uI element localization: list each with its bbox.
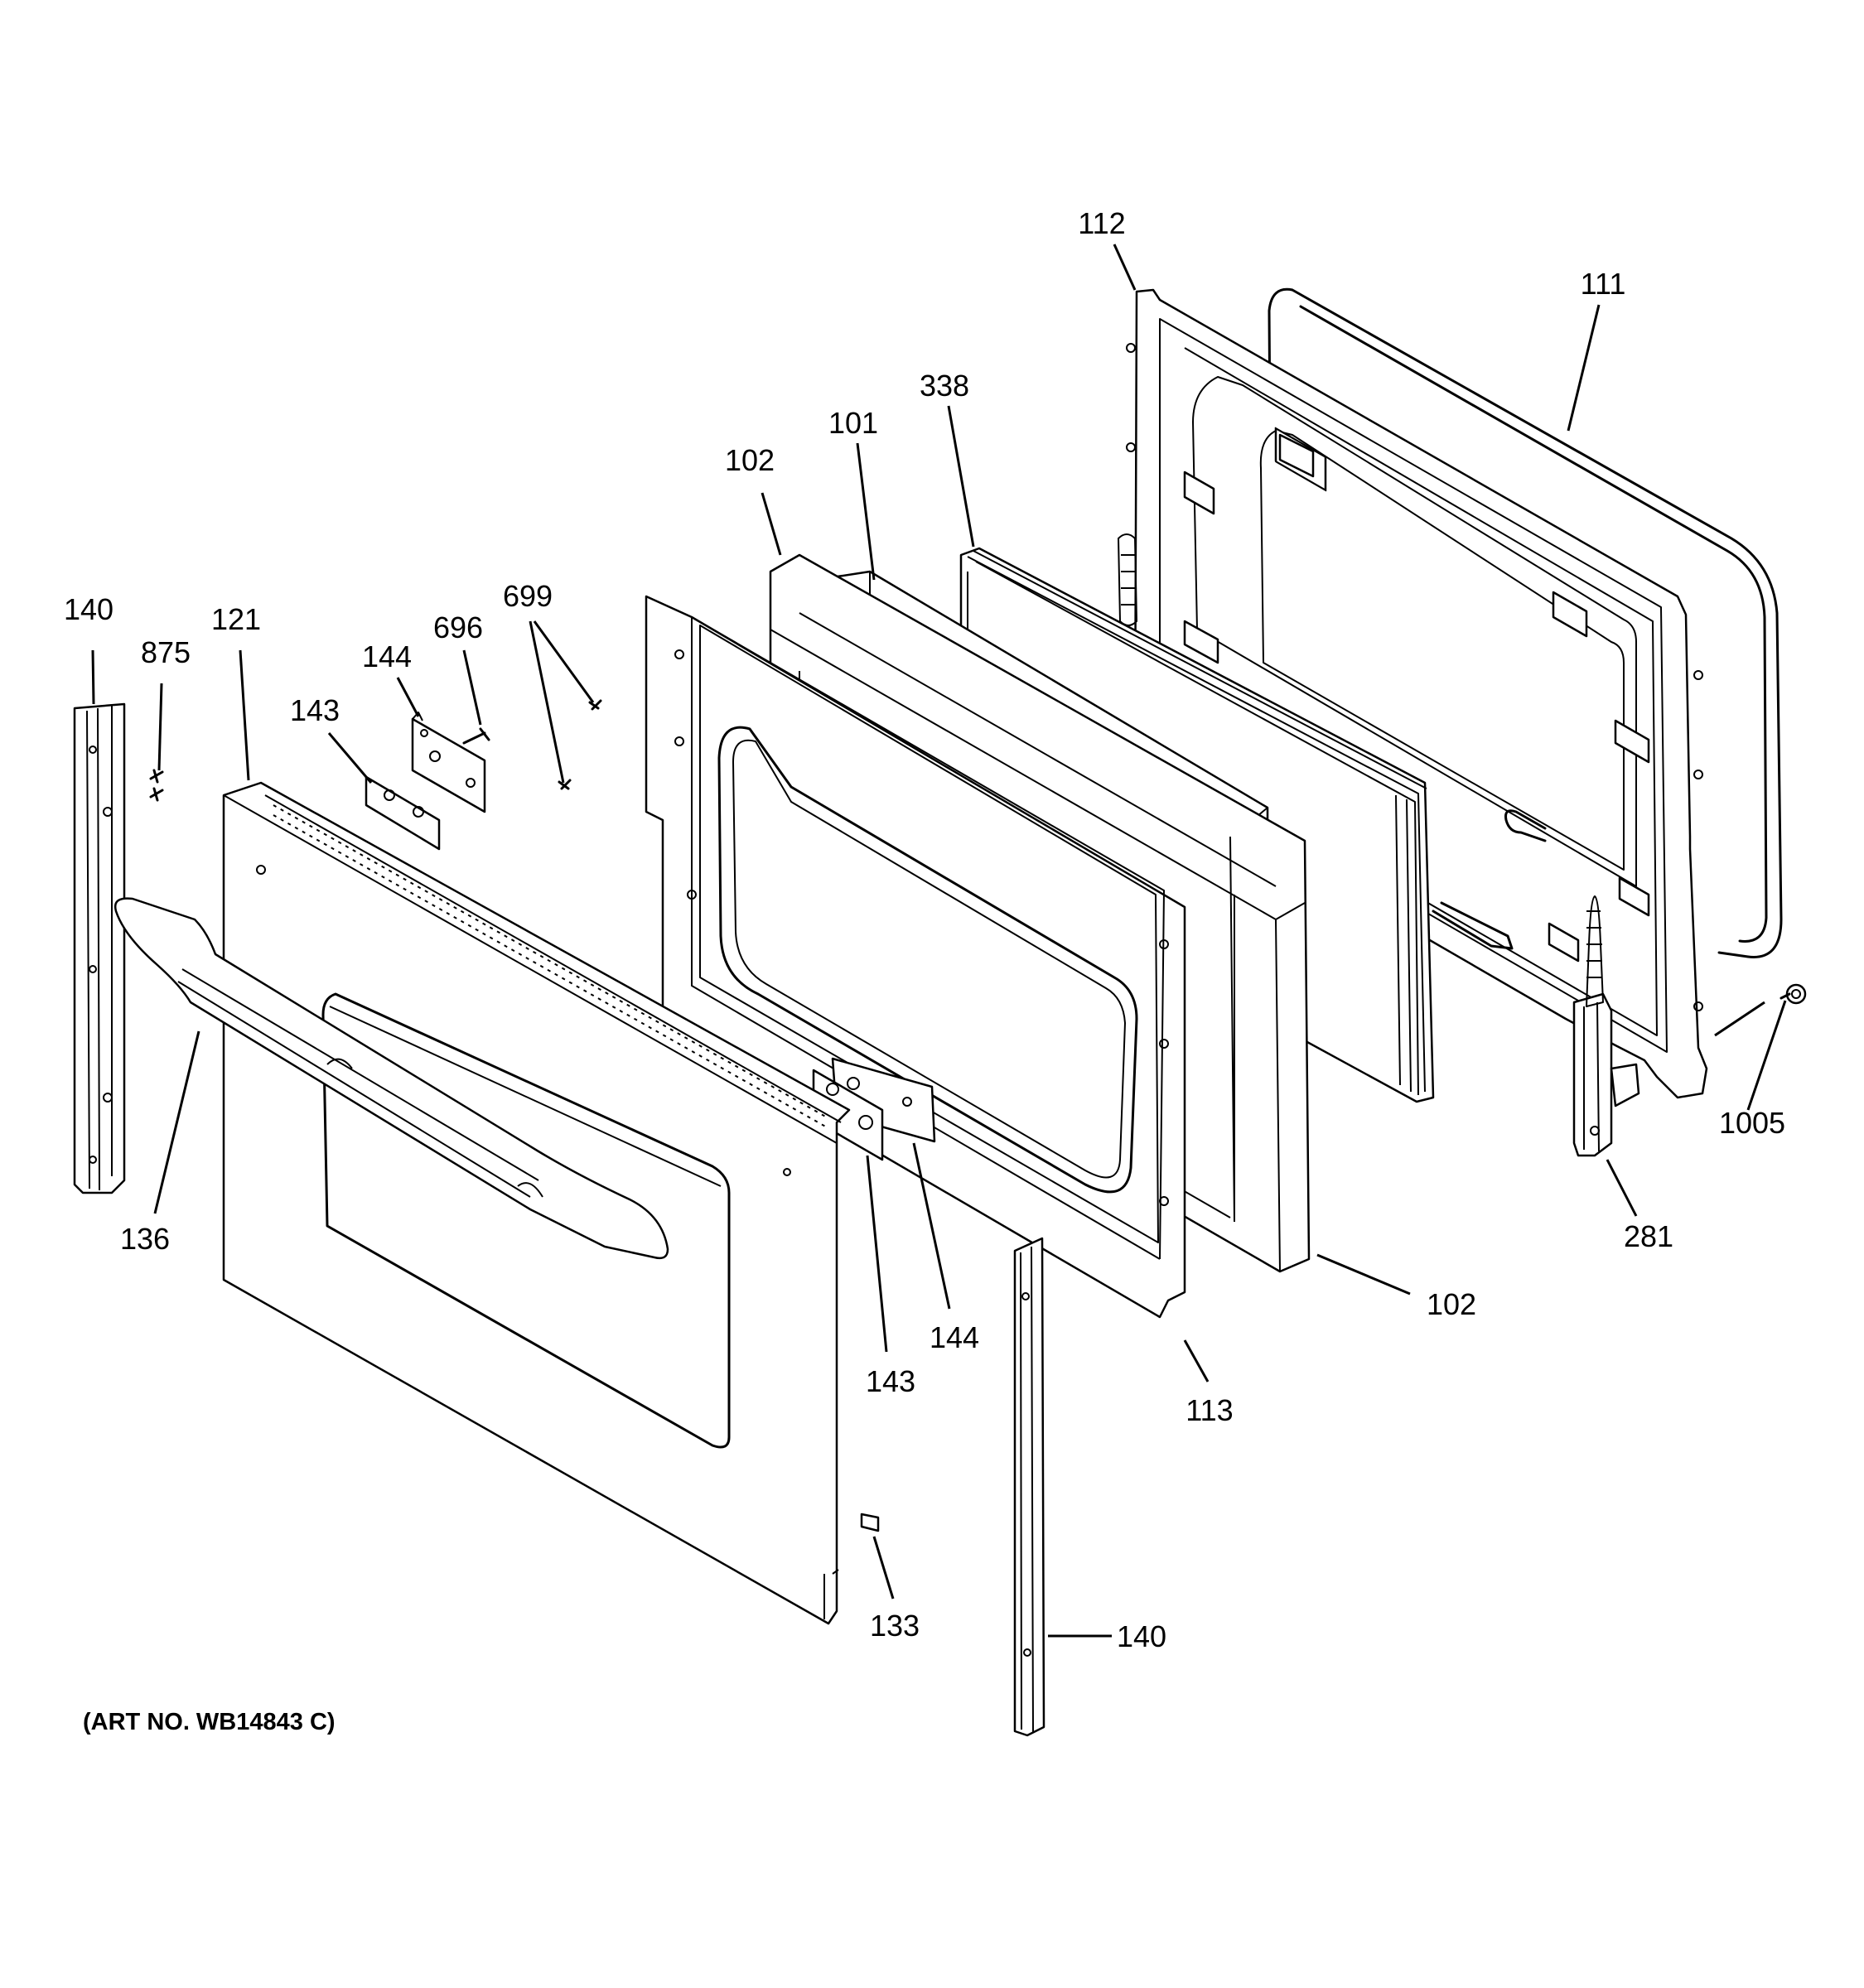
callout-labels: 112 111 338 101 102 699 696 144 143 140 …	[64, 206, 1785, 1653]
callout-699: 699	[503, 579, 553, 613]
screws-875	[149, 769, 164, 802]
callout-696: 696	[433, 610, 483, 644]
callout-112: 112	[1078, 206, 1125, 240]
callout-338: 338	[920, 369, 969, 403]
callout-136: 136	[120, 1222, 170, 1256]
part-140-side-trim-right	[1013, 1237, 1045, 1737]
leader-lines	[91, 244, 1787, 1638]
callout-133: 133	[870, 1609, 920, 1643]
vent-slots	[273, 804, 829, 1129]
part-133-clip	[860, 1513, 880, 1532]
callout-101: 101	[828, 406, 878, 440]
callout-143-mid: 143	[866, 1364, 915, 1398]
callout-140-bottom: 140	[1117, 1619, 1166, 1653]
callout-113: 113	[1186, 1393, 1233, 1427]
callout-144-mid: 144	[930, 1320, 979, 1354]
part-112-inner-liner	[1118, 288, 1708, 1099]
part-1005-plug	[1779, 983, 1807, 1005]
callout-281: 281	[1624, 1219, 1673, 1253]
art-number-caption: (ART NO. WB14843 C)	[83, 1709, 336, 1735]
part-143-bracket-top	[365, 775, 441, 851]
callout-144-top: 144	[362, 639, 412, 673]
callout-143-top: 143	[290, 693, 340, 727]
part-281-hinge	[1572, 895, 1640, 1157]
callout-102-bottom: 102	[1427, 1287, 1476, 1321]
callout-111: 111	[1581, 267, 1626, 301]
part-140-side-trim-left	[73, 702, 126, 1194]
callout-1005: 1005	[1719, 1106, 1785, 1140]
callout-102-top: 102	[725, 443, 775, 477]
callout-121: 121	[211, 602, 261, 636]
callout-140-top: 140	[64, 592, 113, 626]
part-136-handle	[113, 897, 669, 1260]
screw-696	[462, 727, 490, 745]
screws-699	[558, 699, 602, 790]
part-113-door-frame	[645, 595, 1186, 1319]
part-144-hinge-bracket-top	[411, 712, 486, 813]
callout-875: 875	[141, 635, 191, 669]
